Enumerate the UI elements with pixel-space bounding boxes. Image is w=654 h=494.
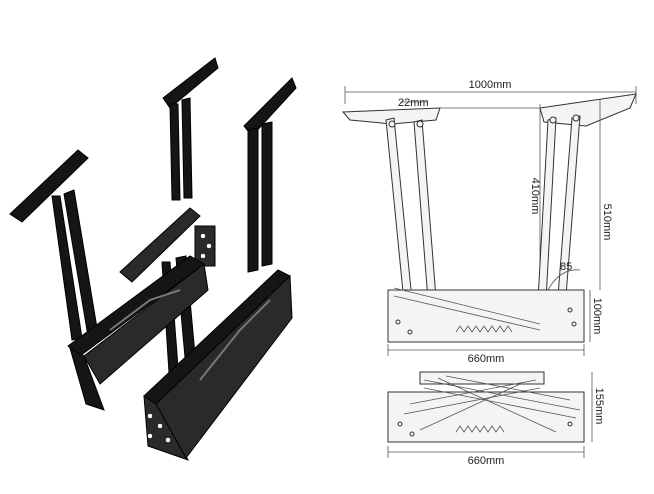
dimension-offset: 22mm (398, 97, 429, 109)
dimension-inner-height: 410mm (529, 178, 541, 215)
mechanism-photo (9, 57, 297, 461)
dimension-angle: 85 (560, 261, 572, 273)
dimension-base-length-bottom: 660mm (468, 455, 505, 467)
dimension-folded-height: 155mm (593, 388, 605, 425)
dimension-top-width: 1000mm (469, 79, 512, 91)
dimension-base-length-top: 660mm (468, 353, 505, 365)
open-position-drawing: 1000mm 22mm 410mm 510mm 85 (341, 79, 637, 365)
folded-position-drawing: 155mm 660mm (387, 371, 605, 467)
dimension-base-height: 100mm (591, 298, 603, 335)
dimension-outer-height: 510mm (601, 204, 613, 241)
